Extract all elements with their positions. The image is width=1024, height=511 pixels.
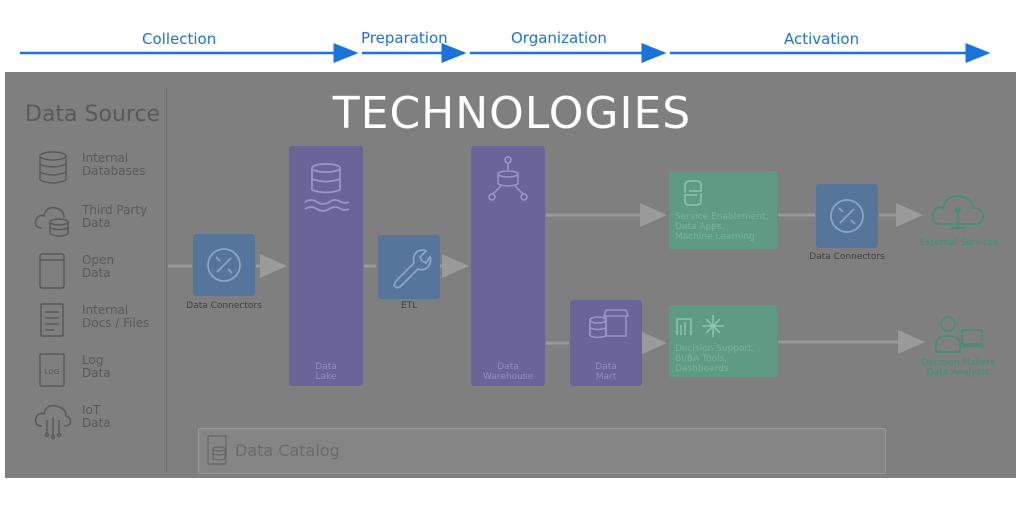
data-connectors-box-2 [816, 184, 878, 248]
svg-text:LOG: LOG [45, 368, 60, 376]
data-catalog-bar: Data Catalog [198, 428, 886, 474]
etl-box [378, 235, 440, 299]
source-label: Internal Docs / Files [82, 303, 150, 330]
service-enablement-label: Service Enablement, Data Apps, Machine L… [675, 212, 769, 242]
source-internal-docs: Internal Docs / Files [32, 300, 162, 346]
source-open-data: Open Data [32, 250, 162, 296]
wrench-icon [392, 249, 432, 289]
technologies-title: TECHNOLOGIES [332, 88, 692, 139]
mart-store-icon [589, 309, 630, 339]
data-connectors-box [193, 234, 255, 296]
divider [166, 88, 167, 472]
decision-makers-icon [935, 316, 984, 353]
source-label: IoT Data [82, 403, 111, 430]
cloud-database-icon [34, 206, 69, 237]
phase-collection: Collection [142, 30, 217, 48]
data-mart-box [570, 300, 642, 386]
iot-cloud-icon [34, 404, 72, 440]
external-services-label: External Services [919, 238, 999, 248]
plug-icon [830, 199, 864, 233]
data-catalog-label: Data Catalog [235, 441, 340, 460]
service-enablement-box [669, 171, 777, 249]
external-services-icon [931, 195, 984, 229]
data-mart-label: Data Mart [595, 362, 617, 382]
python-icon [684, 180, 702, 206]
data-source-title: Data Source [25, 102, 161, 127]
phase-preparation: Preparation [361, 29, 448, 47]
data-warehouse-box [471, 146, 545, 386]
phase-activation: Activation [784, 30, 860, 48]
database-icon [39, 151, 67, 184]
catalog-database-icon [207, 435, 227, 465]
data-lake-box [289, 146, 363, 386]
book-icon [39, 253, 65, 289]
warehouse-network-icon [488, 156, 528, 201]
phase-arrows [20, 43, 991, 63]
source-third-party: Third Party Data [32, 200, 162, 246]
source-iot-data: IoT Data [32, 400, 162, 446]
data-connectors-label-2: Data Connectors [809, 252, 885, 262]
document-icon [40, 303, 64, 337]
etl-label: ETL [400, 301, 418, 311]
source-log-data: LOG Log Data [32, 350, 162, 396]
lake-database-icon [304, 163, 350, 212]
data-lake-label: Data Lake [315, 362, 337, 382]
source-label: Internal Databases [82, 151, 146, 178]
data-warehouse-label: Data Warehouse [482, 362, 534, 382]
bi-tools-icon [676, 315, 724, 337]
source-label: Open Data [82, 253, 115, 280]
source-label: Third Party Data [82, 203, 148, 230]
plug-icon [207, 248, 241, 282]
log-file-icon: LOG [39, 353, 65, 387]
decision-makers-label: Decision Makers Data Analysts [921, 358, 995, 378]
phase-organization: Organization [511, 29, 607, 47]
data-connectors-label: Data Connectors [186, 301, 262, 311]
source-label: Log Data [82, 353, 111, 380]
decision-support-label: Decision Support, BI/BA Tools, Dashboard… [675, 344, 755, 374]
decision-support-box [669, 305, 777, 377]
source-internal-databases: Internal Databases [32, 148, 162, 194]
